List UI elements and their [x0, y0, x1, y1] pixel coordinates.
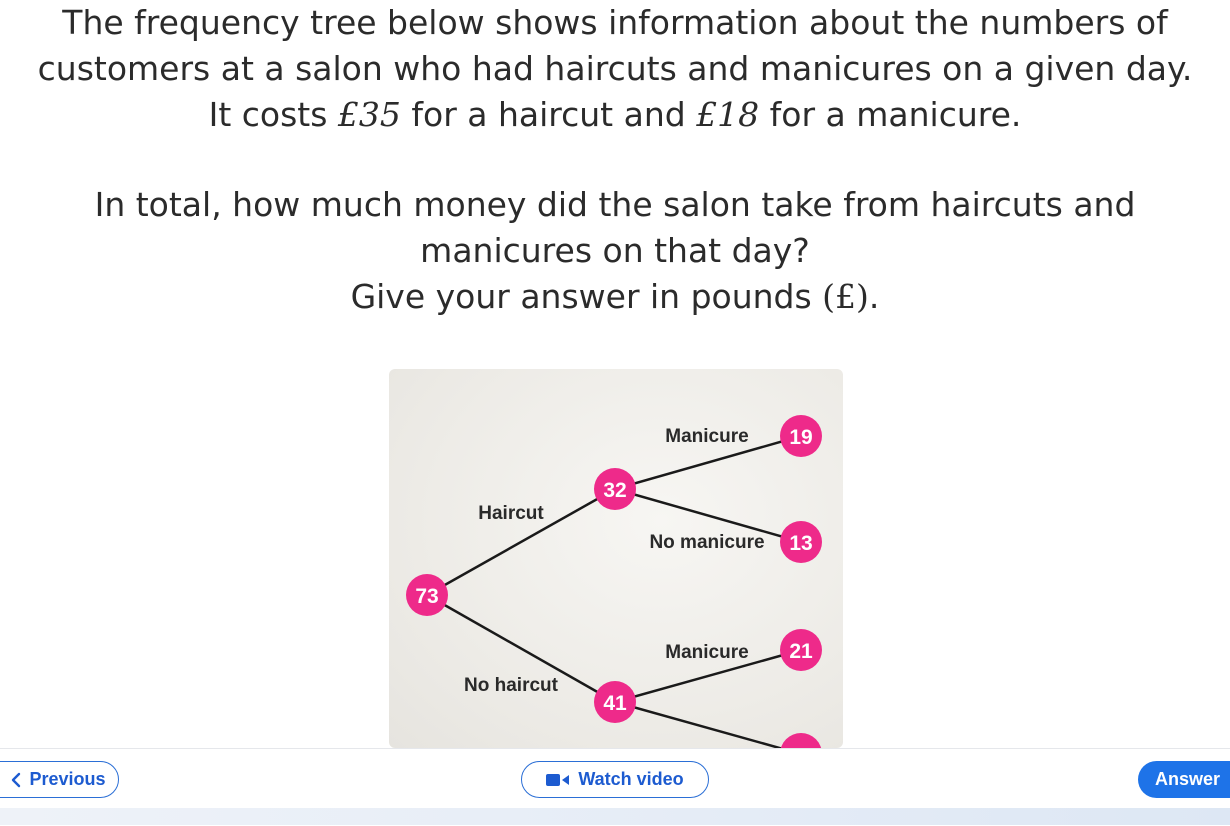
- haircut-price: £35: [337, 95, 401, 134]
- manicure-price: £18: [696, 95, 760, 134]
- chevron-left-icon: [11, 772, 21, 788]
- question-line-3: It costs £35 for a haircut and £18 for a…: [208, 95, 1022, 134]
- previous-label: Previous: [29, 769, 106, 789]
- node-no-haircut-manicure: 21: [780, 629, 822, 671]
- watch-video-label: Watch video: [578, 769, 684, 789]
- svg-text:73: 73: [415, 585, 438, 608]
- node-haircut: 32: [594, 468, 636, 510]
- frequency-tree-diagram: Haircut No haircut Manicure No manicure …: [406, 415, 822, 748]
- svg-text:13: 13: [789, 532, 812, 555]
- answer-button[interactable]: Answer: [1138, 761, 1230, 798]
- question-line-2: customers at a salon who had haircuts an…: [37, 49, 1193, 88]
- label-haircut: Haircut: [478, 503, 544, 524]
- node-no-haircut-no-manicure: [780, 733, 822, 748]
- watch-video-button[interactable]: Watch video: [521, 761, 709, 798]
- question-line-1: The frequency tree below shows informati…: [62, 3, 1168, 42]
- pound-unit: (£): [822, 277, 869, 316]
- label-haircut-manicure: Manicure: [665, 426, 748, 447]
- branch-no-haircut-manicure: [614, 648, 802, 704]
- node-haircut-manicure: 19: [780, 415, 822, 457]
- question-text: The frequency tree below shows informati…: [0, 0, 1230, 320]
- bottom-strip: [0, 808, 1230, 825]
- previous-button[interactable]: Previous: [0, 761, 119, 798]
- question-line-4: In total, how much money did the salon t…: [94, 185, 1136, 224]
- branch-haircut-manicure: [614, 434, 802, 491]
- svg-text:41: 41: [603, 692, 627, 715]
- svg-text:21: 21: [789, 640, 813, 663]
- branch-haircut-no-manicure: [614, 487, 802, 544]
- label-no-haircut-manicure: Manicure: [665, 642, 748, 663]
- answer-label: Answer: [1155, 769, 1221, 789]
- frequency-tree: Haircut No haircut Manicure No manicure …: [389, 369, 843, 748]
- branch-haircut: [426, 487, 616, 597]
- question-line-6: Give your answer in pounds (£).: [350, 277, 880, 316]
- svg-text:19: 19: [789, 426, 812, 449]
- svg-text:32: 32: [603, 479, 626, 502]
- node-haircut-no-manicure: 13: [780, 521, 822, 563]
- branch-no-haircut: [426, 593, 616, 704]
- label-haircut-no-manicure: No manicure: [649, 532, 764, 553]
- branch-no-haircut-no-manicure: [614, 700, 785, 748]
- video-camera-icon: [546, 773, 570, 787]
- label-no-haircut: No haircut: [464, 675, 559, 696]
- node-root: 73: [406, 574, 448, 616]
- node-no-haircut: 41: [594, 681, 636, 723]
- question-line-5: manicures on that day?: [420, 231, 810, 270]
